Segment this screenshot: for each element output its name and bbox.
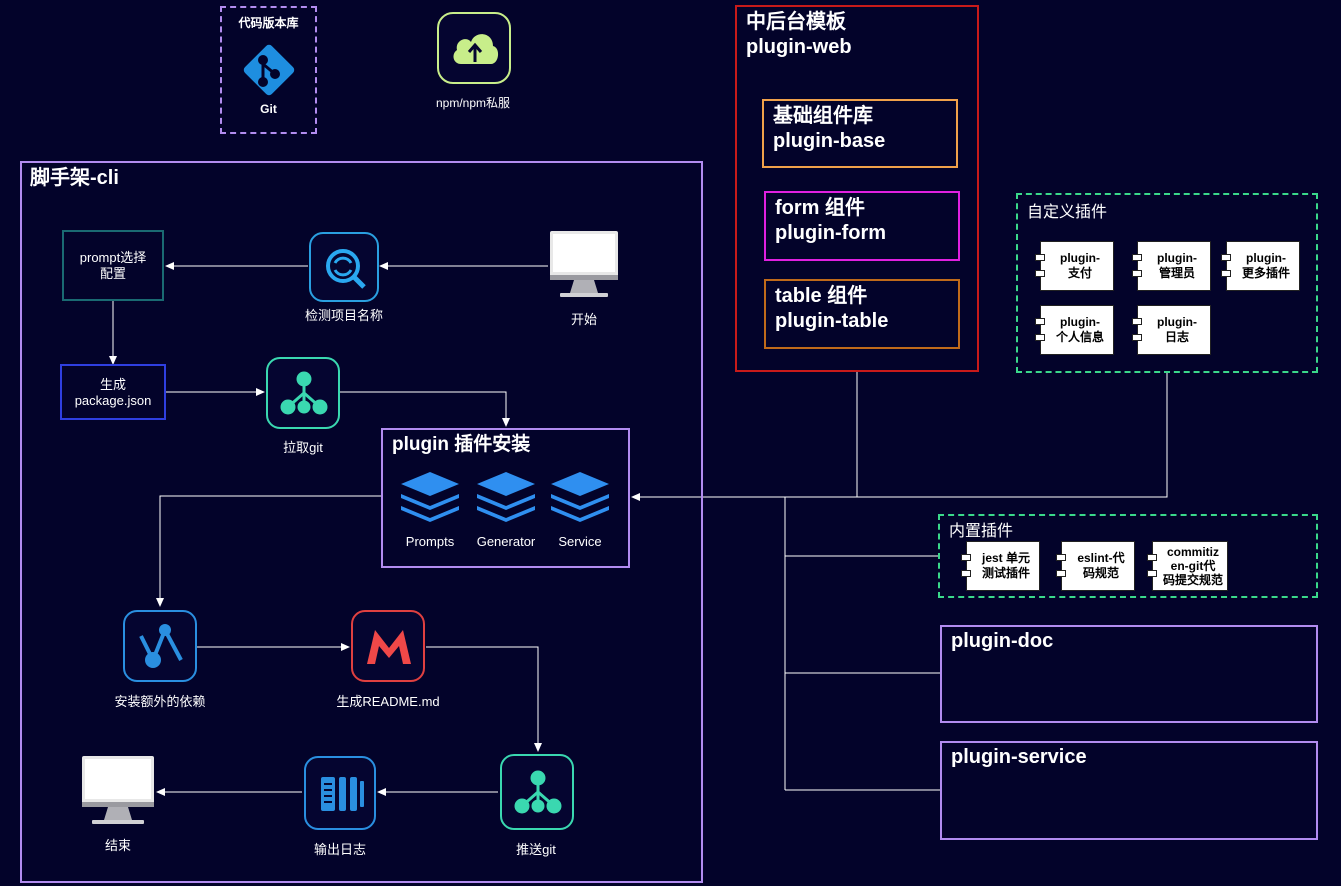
- custom-plugin-profile: plugin- 个人信息: [1035, 305, 1114, 355]
- layers-icon-prompts: [401, 472, 459, 522]
- branch-push-icon: [514, 770, 562, 814]
- builtin-plugin-jest: jest 单元 测试插件: [961, 541, 1040, 591]
- search-sync-icon: [326, 249, 366, 289]
- repo-box: 代码版本库 Git: [220, 6, 317, 134]
- plugin-base-box: 基础组件库 plugin-base: [762, 99, 958, 168]
- plugin-table-box: table 组件 plugin-table: [764, 279, 960, 349]
- builtin-plugins-title: 内置插件: [949, 523, 1014, 540]
- log-icon-box: [304, 756, 376, 830]
- plugin-base-line1: 基础组件库: [773, 105, 873, 127]
- end-label: 结束: [104, 838, 131, 853]
- prompt-label: prompt选择 配置: [79, 250, 147, 281]
- npm-label: npm/npm私服: [435, 96, 511, 110]
- plugin-base-line2: plugin-base: [773, 130, 886, 152]
- plugin-service-title: plugin-service: [951, 746, 1087, 768]
- line-custom-install: [857, 373, 1168, 498]
- web-template-box: 中后台模板 plugin-web: [735, 5, 979, 372]
- arrow-readme-pushgit: [426, 646, 542, 752]
- log-label: 输出日志: [313, 842, 366, 857]
- plugin-table-line2: plugin-table: [775, 310, 889, 332]
- layers-icon-service: [551, 472, 609, 522]
- detect-icon-box: [309, 232, 379, 302]
- pull-git-icon-box: [266, 357, 340, 429]
- plugin-service-box: plugin-service: [940, 741, 1318, 840]
- custom-plugin-more: plugin- 更多插件: [1221, 241, 1300, 291]
- web-title-line2: plugin-web: [746, 36, 852, 58]
- pull-git-label: 拉取git: [283, 440, 323, 455]
- plugin-item-generator: Generator: [476, 534, 536, 549]
- plugin-install-box: plugin 插件安装 Prompts Generator Service: [381, 428, 630, 568]
- markdown-m-icon: [367, 630, 411, 664]
- plugin-item-prompts: Prompts: [405, 534, 455, 549]
- custom-plugins-title: 自定义插件: [1027, 204, 1108, 221]
- plugin-form-box: form 组件 plugin-form: [764, 191, 960, 261]
- start-label: 开始: [570, 312, 597, 327]
- plugin-form-line2: plugin-form: [775, 222, 887, 244]
- custom-plugins-box: 自定义插件: [1016, 193, 1318, 373]
- install-deps-icon-box: [123, 610, 197, 682]
- plugin-item-service: Service: [558, 534, 602, 549]
- readme-icon-box: [351, 610, 425, 682]
- arrow-pullgit-install: [340, 391, 510, 427]
- plugin-install-title: plugin 插件安装: [392, 434, 531, 455]
- plugin-table-line1: table 组件: [775, 285, 868, 307]
- cli-title: 脚手架-cli: [30, 167, 119, 189]
- readme-label: 生成README.md: [336, 694, 440, 709]
- plugin-doc-title: plugin-doc: [951, 630, 1054, 652]
- push-git-label: 推送git: [516, 842, 556, 857]
- prompt-box: prompt选择 配置: [62, 230, 164, 301]
- git-icon: [243, 44, 295, 96]
- arrow-install-deps: [156, 495, 382, 607]
- web-title-line1: 中后台模板: [746, 11, 846, 33]
- detect-label: 检测项目名称: [304, 308, 383, 323]
- monitor-end-icon: [82, 756, 154, 824]
- builtin-plugin-eslint: eslint-代 码规范: [1056, 541, 1135, 591]
- install-deps-label: 安装额外的依赖: [114, 694, 206, 709]
- npm-icon-box: [437, 12, 511, 84]
- generate-box: 生成 package.json: [60, 364, 166, 420]
- cli-container: 脚手架-cli: [20, 161, 703, 883]
- custom-plugin-log: plugin- 日志: [1132, 305, 1211, 355]
- builtin-plugin-commitizen: commitiz en-git代 码提交规范: [1147, 541, 1228, 591]
- generate-label: 生成 package.json: [74, 377, 152, 408]
- plugin-form-line1: form 组件: [775, 197, 865, 219]
- builtin-plugins-box: 内置插件: [938, 514, 1318, 598]
- git-label: Git: [260, 102, 277, 116]
- custom-plugin-admin: plugin- 管理员: [1132, 241, 1211, 291]
- plugin-doc-box: plugin-doc: [940, 625, 1318, 723]
- custom-plugin-pay: plugin- 支付: [1035, 241, 1114, 291]
- log-bars-icon: [321, 777, 364, 811]
- monitor-start-icon: [550, 231, 618, 297]
- repo-title: 代码版本库: [238, 16, 299, 30]
- layers-icon-generator: [477, 472, 535, 522]
- branch-icon: [280, 371, 328, 415]
- push-git-icon-box: [500, 754, 574, 830]
- cloud-upload-icon: [453, 34, 499, 64]
- chart-nodes-icon: [139, 624, 183, 668]
